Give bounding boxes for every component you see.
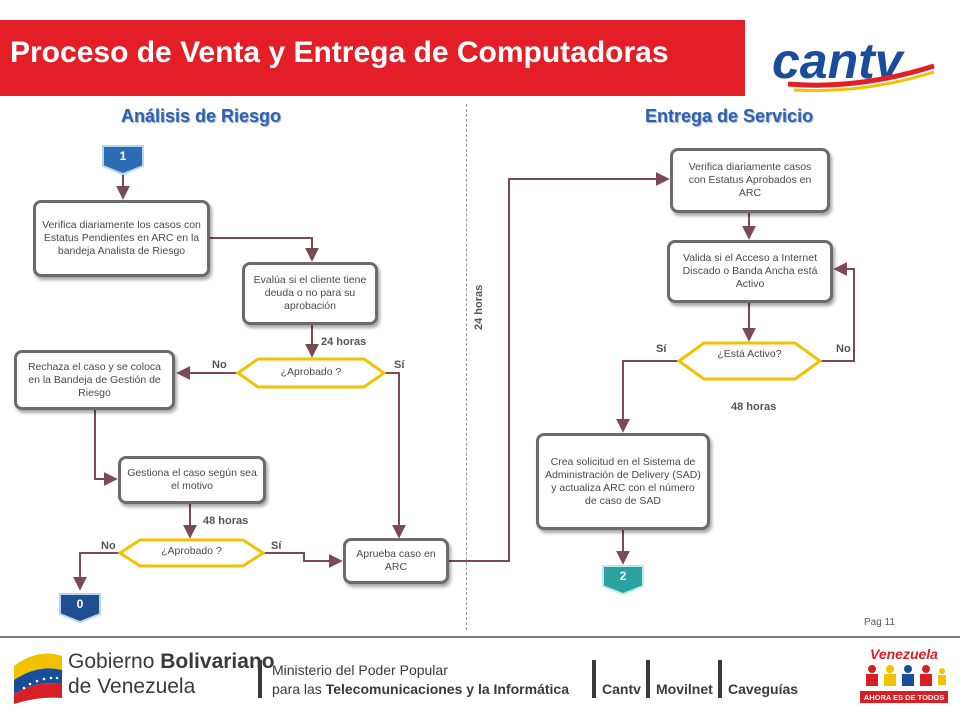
footer-divider <box>0 636 960 638</box>
box-evalua-deuda: Evalúa si el cliente tiene deuda o no pa… <box>242 262 378 325</box>
footer-separator-3 <box>646 660 650 698</box>
page-title: Proceso de Venta y Entrega de Computador… <box>10 36 669 69</box>
footer-ministerio-line2: para las Telecomunicaciones y la Informá… <box>272 681 569 697</box>
venezuela-ahora-logo: Venezuela AHORA ES DE TODOS <box>858 645 950 705</box>
connector-rechaza-gestiona <box>94 410 118 486</box>
title-bar <box>0 20 745 96</box>
connector-decision-crea <box>616 360 679 433</box>
label-si-right: Sí <box>656 343 667 355</box>
venezuela-logo-word: Venezuela <box>870 646 938 662</box>
footer-gobierno-word: Gobierno <box>68 650 155 673</box>
box-gestiona-caso: Gestiona el caso según sea el motivo <box>118 456 266 504</box>
box-verifica-pendientes: Verifica diariamente los casos con Estat… <box>33 200 210 277</box>
box-aprueba-caso: Aprueba caso en ARC <box>343 538 449 584</box>
footer-ministerio-line1: Ministerio del Poder Popular <box>272 662 448 678</box>
footer-bolivariano-word: Bolivariano <box>160 650 275 673</box>
connector-verifica-evalua <box>210 237 319 262</box>
decision2-text: ¿Aprobado ? <box>161 545 222 557</box>
badge-start-1 <box>102 145 144 176</box>
label-no-2: No <box>101 540 116 552</box>
section-title-analisis: Análisis de Riesgo <box>121 106 282 126</box>
footer-separator-4 <box>718 660 722 698</box>
footer-gobierno-line1: Gobierno Bolivariano <box>68 650 275 674</box>
connector-decision1-aprueba <box>384 372 406 539</box>
footer-ministerio-telecom: Telecomunicaciones y la Informática <box>325 681 569 697</box>
decision-aprobado-2 <box>117 538 266 568</box>
badge-end0-label: 0 <box>76 597 84 611</box>
footer-separator-1 <box>258 660 262 698</box>
footer-separator-2 <box>592 660 596 698</box>
badge-start-label: 1 <box>119 149 127 163</box>
connector-aprueba-verifica-right <box>449 172 670 562</box>
logo-swoosh-yellow <box>793 70 935 93</box>
box-valida-acceso: Valida si el Acceso a Internet Discado o… <box>667 240 833 303</box>
connector-decision-valida <box>820 262 855 362</box>
decision-aprobado-1 <box>235 357 387 389</box>
footer-org-movilnet: Movilnet <box>656 681 713 697</box>
label-si-2: Sí <box>271 540 282 552</box>
box-crea-solicitud: Crea solicitud en el Sistema de Administ… <box>536 433 710 530</box>
label-24-horas-left: 24 horas <box>321 336 367 348</box>
page-number: Pag 11 <box>864 617 895 628</box>
box-rechaza-caso: Rechaza el caso y se coloca en la Bandej… <box>14 350 175 410</box>
venezuela-flag-icon <box>14 653 62 704</box>
badge-end-0 <box>59 593 101 624</box>
label-48-horas-left: 48 horas <box>203 515 249 527</box>
decision1-text: ¿Aprobado ? <box>280 366 342 378</box>
badge-end2-label: 2 <box>619 569 627 583</box>
label-no-1: No <box>212 359 227 371</box>
decision-activo-text: ¿Está Activo? <box>717 348 782 360</box>
box-verifica-aprobados: Verifica diariamente casos con Estatus A… <box>670 148 830 213</box>
footer-org-caveguias: Caveguías <box>728 681 799 697</box>
footer-ministerio-para: para las <box>272 681 322 697</box>
section-title-entrega: Entrega de Servicio <box>645 106 814 126</box>
connector-decision2-end0 <box>73 552 120 591</box>
footer-gobierno-line2: de Venezuela <box>68 675 196 698</box>
venezuela-logo-slogan: AHORA ES DE TODOS <box>864 693 944 702</box>
label-24-horas-vertical: 24 horas <box>473 284 485 330</box>
decision-esta-activo <box>676 341 823 381</box>
section-divider <box>466 104 467 630</box>
people-figures-icon <box>866 665 946 686</box>
footer-org-cantv: Cantv <box>602 681 641 697</box>
label-no-right: No <box>836 343 851 355</box>
label-48-horas-right: 48 horas <box>731 401 777 413</box>
cantv-logo: cantv <box>772 33 935 93</box>
connector-decision2-aprueba <box>263 552 343 568</box>
badge-end-2 <box>602 565 644 596</box>
logo-swoosh-red <box>787 63 935 88</box>
label-si-1: Sí <box>394 359 405 371</box>
